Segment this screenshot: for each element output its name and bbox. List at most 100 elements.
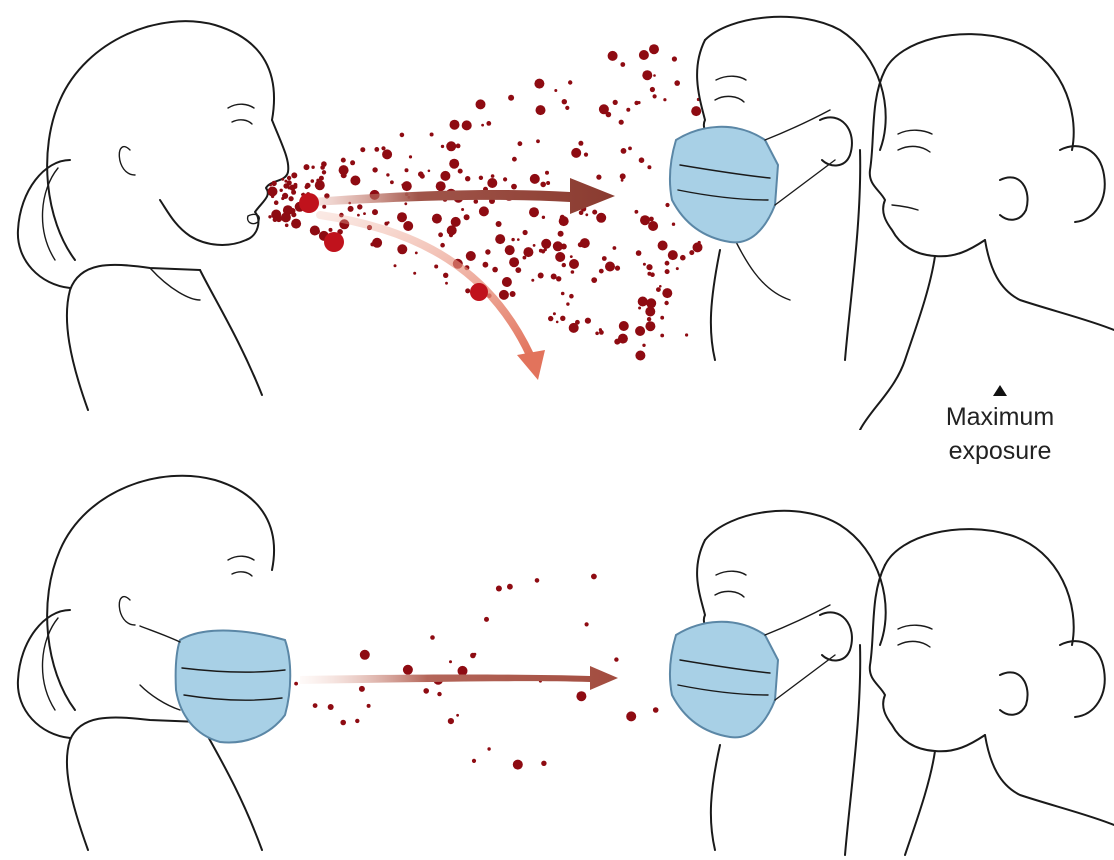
droplet <box>499 290 509 300</box>
droplet <box>386 173 389 176</box>
droplet <box>646 264 652 270</box>
droplet <box>328 704 334 710</box>
droplet <box>561 244 567 250</box>
droplet <box>665 269 670 274</box>
droplet <box>642 344 645 347</box>
droplet <box>423 688 429 694</box>
droplet <box>660 334 664 338</box>
droplet <box>523 247 533 257</box>
droplet <box>554 89 557 92</box>
droplet <box>304 164 310 170</box>
droplet <box>602 256 607 261</box>
droplet <box>458 666 468 676</box>
droplet <box>479 176 483 180</box>
droplet <box>472 759 476 763</box>
droplet <box>491 174 495 178</box>
droplet <box>319 176 324 181</box>
droplet <box>405 168 409 172</box>
droplet <box>576 691 586 701</box>
droplet <box>569 259 579 269</box>
top-scene-unmasked-emitter: Maximum exposure <box>0 0 1114 430</box>
droplet <box>546 181 550 185</box>
droplet <box>613 246 617 250</box>
droplet <box>372 238 382 248</box>
droplet <box>434 265 438 269</box>
droplet <box>511 184 517 190</box>
droplet <box>599 328 602 331</box>
face-mask <box>670 127 778 243</box>
droplet <box>458 169 463 174</box>
droplet <box>511 238 514 241</box>
droplet <box>643 263 646 266</box>
droplet <box>523 256 527 260</box>
droplet <box>496 221 502 227</box>
droplet <box>268 187 278 197</box>
droplet <box>400 133 405 138</box>
droplet <box>585 318 591 324</box>
droplet <box>555 252 565 262</box>
droplet <box>374 147 379 152</box>
droplet <box>285 224 289 228</box>
droplet <box>341 158 346 163</box>
large-droplet <box>299 193 319 213</box>
droplet <box>660 316 664 320</box>
droplet <box>665 261 670 266</box>
droplet <box>409 155 412 158</box>
droplet <box>449 159 459 169</box>
droplet <box>595 332 599 336</box>
droplet <box>403 221 413 231</box>
droplet <box>626 108 630 112</box>
droplet <box>340 720 346 726</box>
droplet <box>357 214 360 217</box>
droplet <box>620 173 626 179</box>
droplet <box>515 267 521 273</box>
droplet <box>313 703 318 708</box>
droplet <box>348 206 354 212</box>
droplet <box>479 206 489 216</box>
droplet <box>320 165 325 170</box>
droplet <box>437 692 441 696</box>
droplet <box>536 139 540 143</box>
droplet <box>647 317 651 321</box>
droplet <box>397 244 407 254</box>
droplet <box>592 210 597 215</box>
droplet <box>394 264 397 267</box>
droplet <box>570 255 573 258</box>
face-mask <box>176 631 291 743</box>
droplet <box>619 321 629 331</box>
droplet <box>367 704 371 708</box>
droplet <box>639 157 645 163</box>
droplet <box>674 80 680 86</box>
droplet <box>685 333 688 336</box>
droplet <box>659 285 662 288</box>
droplet <box>436 181 446 191</box>
droplet <box>450 120 460 130</box>
droplet <box>635 326 645 336</box>
droplet <box>465 176 470 181</box>
droplet <box>420 174 425 179</box>
droplet <box>311 166 314 169</box>
droplet <box>628 147 632 151</box>
droplet <box>649 44 659 54</box>
droplet <box>596 213 606 223</box>
droplet <box>650 87 655 92</box>
droplet <box>540 182 546 188</box>
droplet <box>465 288 470 293</box>
droplet <box>585 213 588 216</box>
emitter-person <box>18 21 288 410</box>
droplet <box>443 273 448 278</box>
droplet <box>403 665 413 675</box>
droplet <box>613 100 618 105</box>
droplet <box>646 298 656 308</box>
droplet <box>289 196 294 201</box>
droplet <box>372 167 377 172</box>
droplet <box>428 170 431 173</box>
unmasked-receiver-person <box>870 529 1114 855</box>
droplet <box>461 208 464 211</box>
droplet <box>329 228 333 232</box>
droplet <box>599 104 609 114</box>
droplet <box>363 212 366 215</box>
top-scene-illustration <box>0 0 1114 430</box>
droplet <box>287 176 291 180</box>
droplet <box>390 180 394 184</box>
